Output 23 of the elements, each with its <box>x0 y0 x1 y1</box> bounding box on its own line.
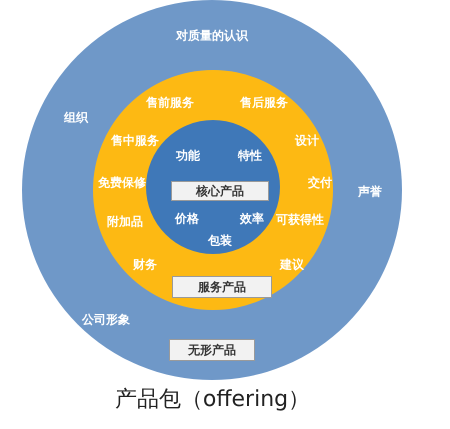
ring-label: 对质量的认识 <box>176 28 248 44</box>
label-box: 无形产品 <box>169 339 255 361</box>
ring-label: 免费保修 <box>98 174 146 192</box>
ring-label: 交付 <box>308 174 332 192</box>
ring-label: 售中服务 <box>111 132 159 150</box>
ring-label: 售前服务 <box>146 94 194 112</box>
ring-label: 可获得性 <box>276 212 324 228</box>
ring-label: 特性 <box>238 148 262 164</box>
ring-label: 包装 <box>208 232 232 250</box>
ring-label: 声誉 <box>358 184 382 200</box>
ring-label: 设计 <box>295 132 319 150</box>
ring-label: 财务 <box>133 256 157 274</box>
ring-label: 组织 <box>64 110 88 126</box>
ring-label: 功能 <box>176 148 200 164</box>
ring-label: 附加品 <box>107 214 143 230</box>
ring-label: 效率 <box>240 210 264 228</box>
label-box: 服务产品 <box>172 276 272 298</box>
ring-label: 建议 <box>280 256 304 274</box>
label-box: 核心产品 <box>171 181 269 201</box>
caption: 产品包（offering） <box>114 386 312 414</box>
ring-label: 公司形象 <box>82 312 130 328</box>
ring-label: 价格 <box>175 210 199 228</box>
ring-label: 售后服务 <box>240 94 288 112</box>
